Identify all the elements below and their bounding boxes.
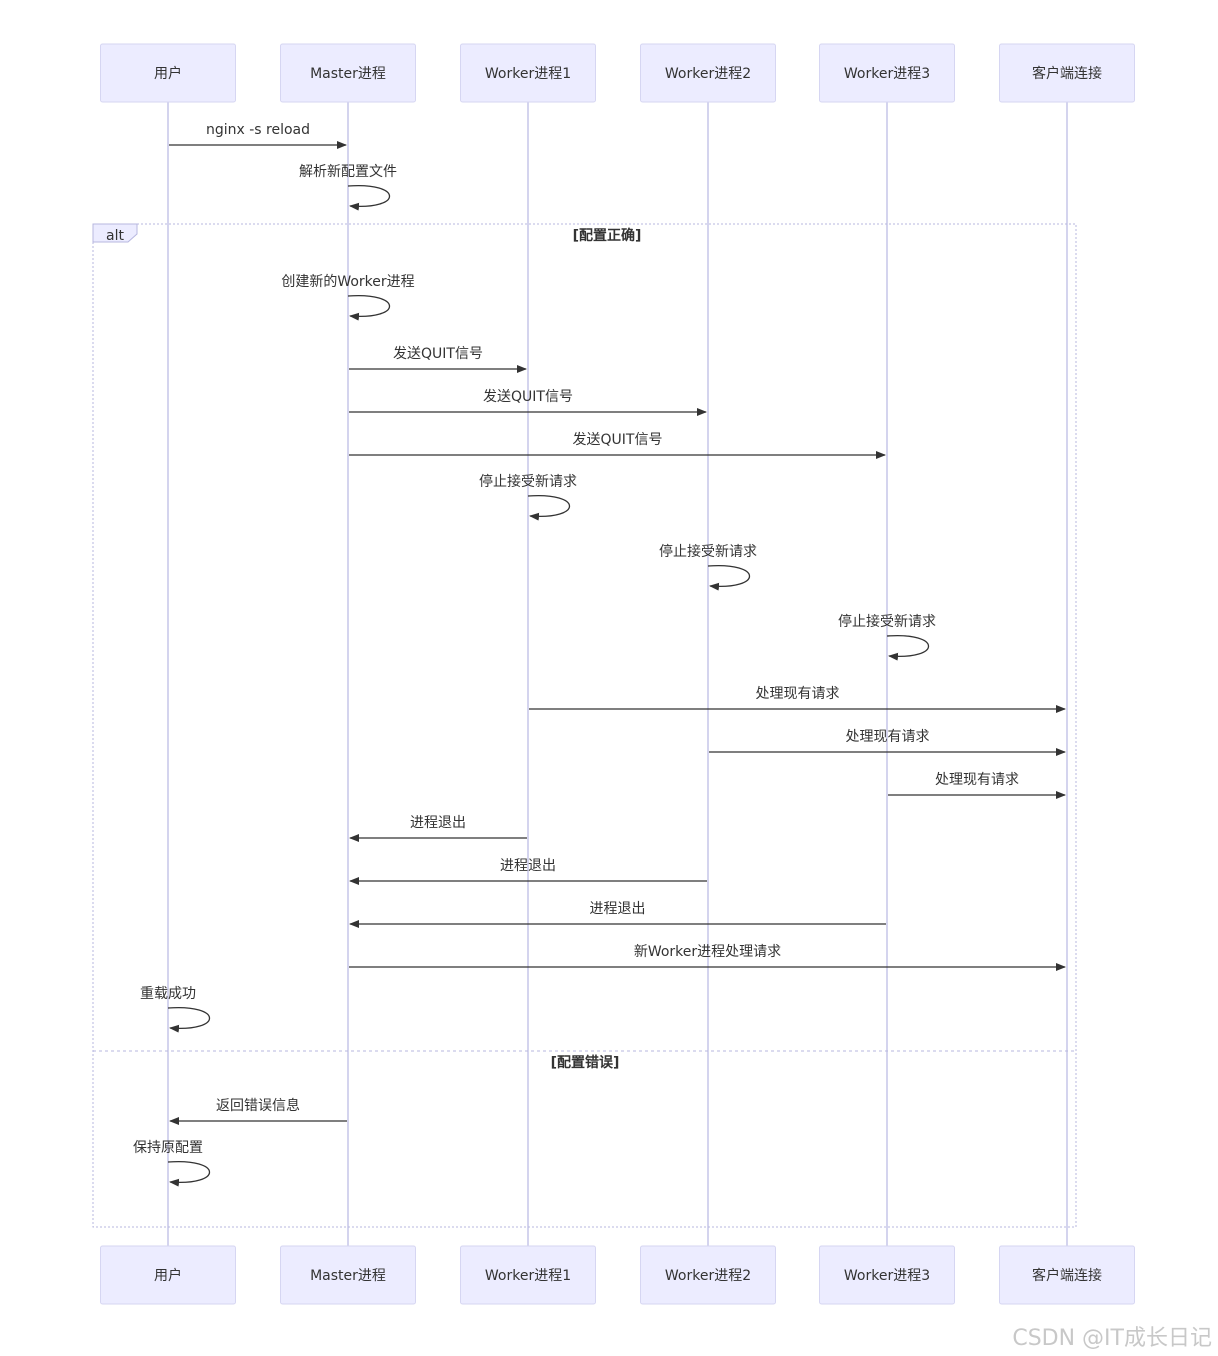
participant-w1-bottom: Worker进程1 xyxy=(460,1245,596,1305)
self-message-arrow xyxy=(347,184,391,211)
participant-label: Master进程 xyxy=(310,1268,386,1284)
message-label: 停止接受新请求 xyxy=(659,543,757,560)
participant-label: Worker进程3 xyxy=(844,1268,930,1284)
message-label: 重载成功 xyxy=(140,986,196,1002)
message-label: 处理现有请求 xyxy=(756,686,840,702)
message-3: 创建新的Worker进程 xyxy=(281,274,415,321)
message-label: 进程退出 xyxy=(500,858,556,874)
participant-label: Worker进程3 xyxy=(844,66,930,82)
message-2: 解析新配置文件 xyxy=(299,164,397,211)
message-4: 发送QUIT信号 xyxy=(349,346,527,373)
alt-label: alt xyxy=(106,228,124,244)
message-9: 停止接受新请求 xyxy=(838,613,936,661)
message-11: 处理现有请求 xyxy=(709,729,1066,756)
message-label: 解析新配置文件 xyxy=(299,164,397,180)
message-15: 进程退出 xyxy=(349,901,886,928)
participant-box xyxy=(999,43,1135,103)
message-5: 发送QUIT信号 xyxy=(349,389,707,416)
participant-box xyxy=(100,1245,236,1305)
participant-box xyxy=(280,1245,416,1305)
message-14: 进程退出 xyxy=(349,858,707,885)
message-label: 保持原配置 xyxy=(133,1140,203,1156)
participant-master-bottom: Master进程 xyxy=(280,1245,416,1305)
message-19: 保持原配置 xyxy=(133,1140,211,1187)
participant-box xyxy=(819,43,955,103)
message-label: 处理现有请求 xyxy=(935,772,1019,788)
message-8: 停止接受新请求 xyxy=(659,543,757,591)
message-label: 发送QUIT信号 xyxy=(573,432,663,448)
participant-label: Worker进程2 xyxy=(665,66,751,82)
participant-label: Worker进程1 xyxy=(485,1268,571,1284)
self-message-arrow xyxy=(707,564,751,591)
message-7: 停止接受新请求 xyxy=(479,473,577,521)
participant-box xyxy=(100,43,236,103)
self-message-arrow xyxy=(167,1160,211,1187)
alt-frame xyxy=(92,223,1077,1228)
participant-w1-top: Worker进程1 xyxy=(460,43,596,103)
self-message-arrow xyxy=(527,494,571,521)
alt-condition-2: [配置错误] xyxy=(551,1054,620,1071)
watermark: CSDN @IT成长日记 xyxy=(1012,1326,1212,1351)
message-17: 重载成功 xyxy=(140,986,211,1033)
message-label: 停止接受新请求 xyxy=(838,613,936,630)
participant-w3-top: Worker进程3 xyxy=(819,43,955,103)
participant-label: 用户 xyxy=(154,1267,182,1284)
message-label: 处理现有请求 xyxy=(846,729,930,745)
alt-condition-1: [配置正确] xyxy=(573,227,642,244)
message-10: 处理现有请求 xyxy=(529,686,1066,713)
message-16: 新Worker进程处理请求 xyxy=(349,944,1066,971)
self-message-arrow xyxy=(167,1006,211,1033)
message-label: 进程退出 xyxy=(590,901,646,917)
message-label: 进程退出 xyxy=(410,815,466,831)
message-label: 返回错误信息 xyxy=(216,1097,300,1114)
message-13: 进程退出 xyxy=(349,815,527,842)
message-label: 停止接受新请求 xyxy=(479,473,577,490)
alt-label-box xyxy=(92,223,138,243)
participant-box xyxy=(819,1245,955,1305)
participant-label: 客户端连接 xyxy=(1032,1267,1102,1284)
message-label: nginx -s reload xyxy=(206,122,310,138)
self-message-arrow xyxy=(886,634,930,661)
participant-label: Worker进程1 xyxy=(485,66,571,82)
message-label: 发送QUIT信号 xyxy=(483,389,573,405)
participant-w2-bottom: Worker进程2 xyxy=(640,1245,776,1305)
participant-box xyxy=(460,43,596,103)
participant-box xyxy=(640,1245,776,1305)
participant-label: 用户 xyxy=(154,65,182,82)
participant-w3-bottom: Worker进程3 xyxy=(819,1245,955,1305)
participant-box xyxy=(460,1245,596,1305)
participant-label: Master进程 xyxy=(310,66,386,82)
participant-w2-top: Worker进程2 xyxy=(640,43,776,103)
participant-box xyxy=(280,43,416,103)
participant-user-bottom: 用户 xyxy=(100,1245,236,1305)
message-12: 处理现有请求 xyxy=(888,772,1066,799)
message-18: 返回错误信息 xyxy=(169,1097,347,1125)
participant-box xyxy=(640,43,776,103)
message-label: 新Worker进程处理请求 xyxy=(634,944,781,960)
participant-label: Worker进程2 xyxy=(665,1268,751,1284)
participant-label: 客户端连接 xyxy=(1032,65,1102,82)
participant-client-bottom: 客户端连接 xyxy=(999,1245,1135,1305)
message-1: nginx -s reload xyxy=(169,122,347,149)
participant-client-top: 客户端连接 xyxy=(999,43,1135,103)
participant-user-top: 用户 xyxy=(100,43,236,103)
participant-box xyxy=(999,1245,1135,1305)
message-6: 发送QUIT信号 xyxy=(349,432,886,459)
participant-master-top: Master进程 xyxy=(280,43,416,103)
message-label: 发送QUIT信号 xyxy=(393,346,483,362)
message-label: 创建新的Worker进程 xyxy=(281,274,414,290)
self-message-arrow xyxy=(347,294,391,321)
